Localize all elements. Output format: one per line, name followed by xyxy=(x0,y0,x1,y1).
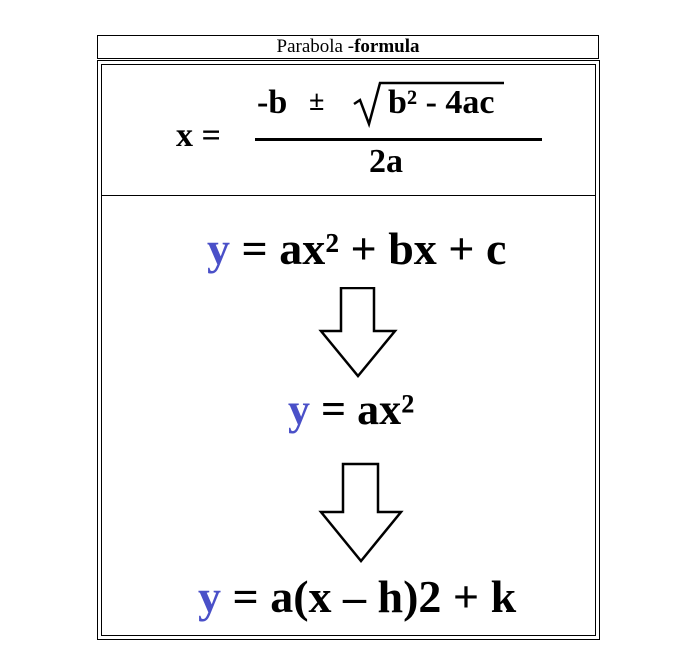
title-bold: formula xyxy=(354,36,420,57)
formula-table-inner-border xyxy=(101,64,596,636)
down-arrow-icon xyxy=(318,287,398,378)
radicand: b² - 4ac xyxy=(388,84,495,121)
title-prefix: Parabola - xyxy=(276,36,355,57)
formula-lhs: x = xyxy=(176,117,221,154)
simple-form-equation: y = ax² xyxy=(288,384,414,435)
plus-minus-sign: ± xyxy=(309,86,325,117)
equation-rhs: = ax² + bx + c xyxy=(230,223,507,274)
numerator-b: -b xyxy=(257,84,288,121)
table-title: Parabola -formula xyxy=(97,35,599,59)
formula-table-outer-border xyxy=(97,60,600,640)
denominator: 2a xyxy=(369,143,403,180)
equation-variable-y: y xyxy=(207,223,230,274)
equation-rhs: = ax² xyxy=(310,385,415,434)
down-arrow-icon xyxy=(318,462,404,563)
equation-variable-y: y xyxy=(198,571,221,622)
fraction-bar xyxy=(255,138,542,141)
equation-variable-y: y xyxy=(288,385,310,434)
vertex-form-equation: y = a(x – h)2 + k xyxy=(198,570,516,623)
standard-form-equation: y = ax² + bx + c xyxy=(207,222,506,275)
equation-rhs: = a(x – h)2 + k xyxy=(221,571,517,622)
square-root-icon xyxy=(353,81,504,128)
row-divider xyxy=(101,195,596,196)
